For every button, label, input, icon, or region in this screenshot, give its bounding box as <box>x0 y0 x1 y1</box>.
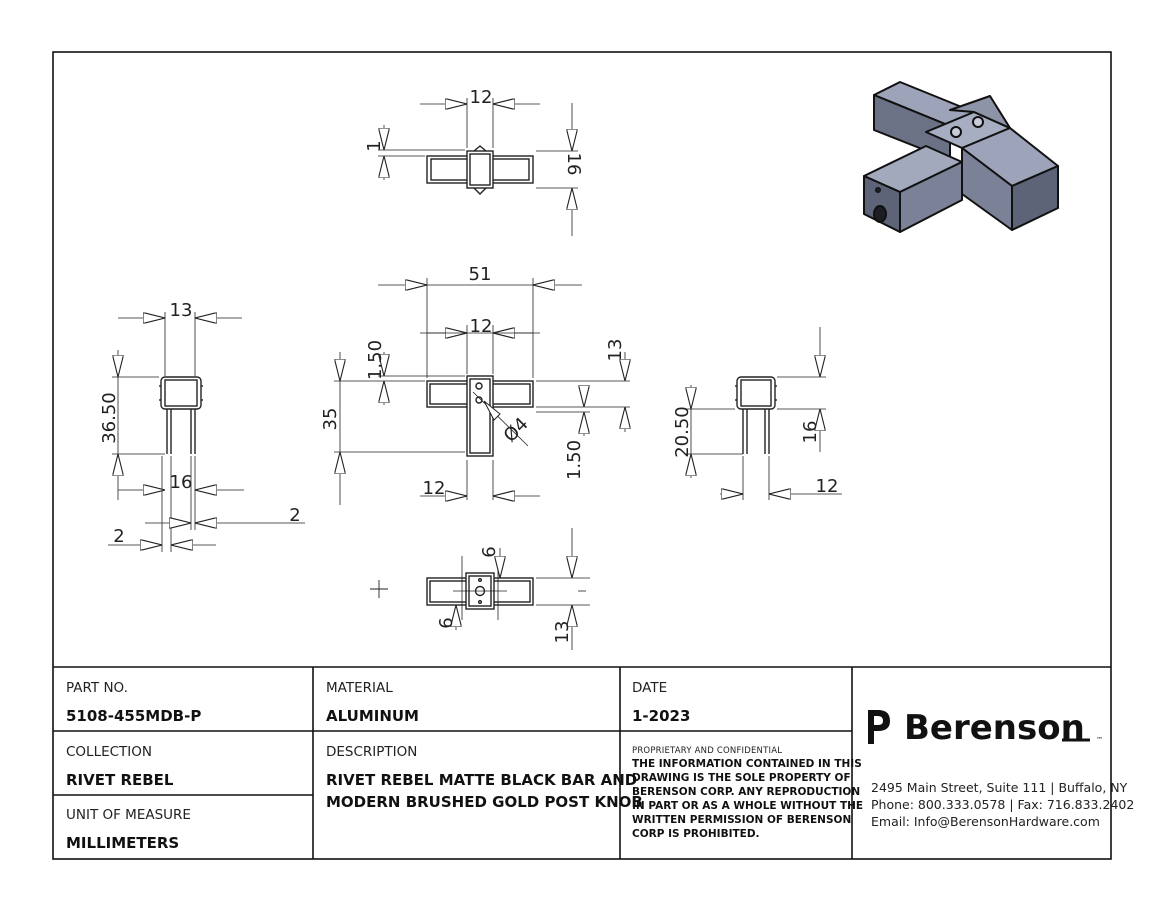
dim-front-post: 12 <box>423 478 446 499</box>
dim-left-base: 16 <box>170 472 193 493</box>
unit-value: MILLIMETERS <box>66 834 179 852</box>
title-block <box>53 666 1111 859</box>
dim-front-hole: Ø4 <box>500 414 533 447</box>
company-phone: Phone: 800.333.0578 | Fax: 716.833.2402 <box>871 797 1134 812</box>
description-label: DESCRIPTION <box>326 744 417 760</box>
collection-value: RIVET REBEL <box>66 771 174 789</box>
bottom-view <box>370 528 590 650</box>
date-label: DATE <box>632 680 667 696</box>
legal-line: WRITTEN PERMISSION OF BERENSON <box>632 814 851 826</box>
hole-leader-arrow <box>483 400 501 421</box>
berenson-logo: Berenson ™ <box>868 708 1103 748</box>
company-email: Email: Info@BerensonHardware.com <box>871 814 1100 829</box>
dim-front-right: 13 <box>605 339 626 362</box>
trademark-symbol: ™ <box>1096 736 1103 744</box>
dim-front-offset: 1.50 <box>365 340 386 380</box>
dim-front-right-offset: 1.50 <box>564 440 585 480</box>
dim-top-height: 16 <box>563 153 584 176</box>
description-line-1: RIVET REBEL MATTE BLACK BAR AND <box>326 771 637 789</box>
legal-line: BERENSON CORP. ANY REPRODUCTION <box>632 786 860 798</box>
front-view <box>334 278 630 505</box>
description-line-2: MODERN BRUSHED GOLD POST KNOB <box>326 793 643 811</box>
dim-left-wall-right: 2 <box>289 505 300 526</box>
legal-line: DRAWING IS THE SOLE PROPERTY OF <box>632 772 851 784</box>
legal-line: THE INFORMATION CONTAINED IN THIS <box>632 758 862 770</box>
company-address: 2495 Main Street, Suite 111 | Buffalo, N… <box>871 780 1128 795</box>
proprietary-title: PROPRIETARY AND CONFIDENTIAL <box>632 746 782 756</box>
legal-line: CORP IS PROHIBITED. <box>632 828 760 840</box>
dim-bottom-small-left: 6 <box>436 617 457 628</box>
collection-label: COLLECTION <box>66 744 152 760</box>
dim-right-width: 12 <box>816 476 839 497</box>
material-label: MATERIAL <box>326 680 393 696</box>
dim-left-wall-left: 2 <box>113 526 124 547</box>
part-no-value: 5108-455MDB-P <box>66 707 201 725</box>
dim-bottom-height: 13 <box>552 621 573 644</box>
dim-left-width: 13 <box>170 300 193 321</box>
dim-front-overall: 51 <box>469 264 492 285</box>
dim-bottom-small-top: 6 <box>479 546 500 557</box>
dim-front-height: 35 <box>320 408 341 431</box>
material-value: ALUMINUM <box>326 707 419 725</box>
company-name: Berenson <box>904 708 1085 748</box>
right-side-view <box>686 327 842 500</box>
legal-line: IN PART OR AS A WHOLE WITHOUT THE <box>632 800 863 812</box>
unit-label: UNIT OF MEASURE <box>66 807 191 823</box>
left-side-view <box>108 312 305 552</box>
top-view <box>378 98 578 236</box>
dim-top-width: 12 <box>470 87 493 108</box>
dim-right-height: 20.50 <box>672 406 693 458</box>
date-value: 1-2023 <box>632 707 690 725</box>
dim-left-height: 36.50 <box>99 392 120 444</box>
sheet-border <box>52 51 1112 860</box>
isometric-view <box>863 81 1059 233</box>
dim-top-thk: 1 <box>364 140 385 151</box>
part-no-label: PART NO. <box>66 680 128 696</box>
dim-front-center: 12 <box>470 316 493 337</box>
dim-right-inner: 16 <box>800 421 821 444</box>
